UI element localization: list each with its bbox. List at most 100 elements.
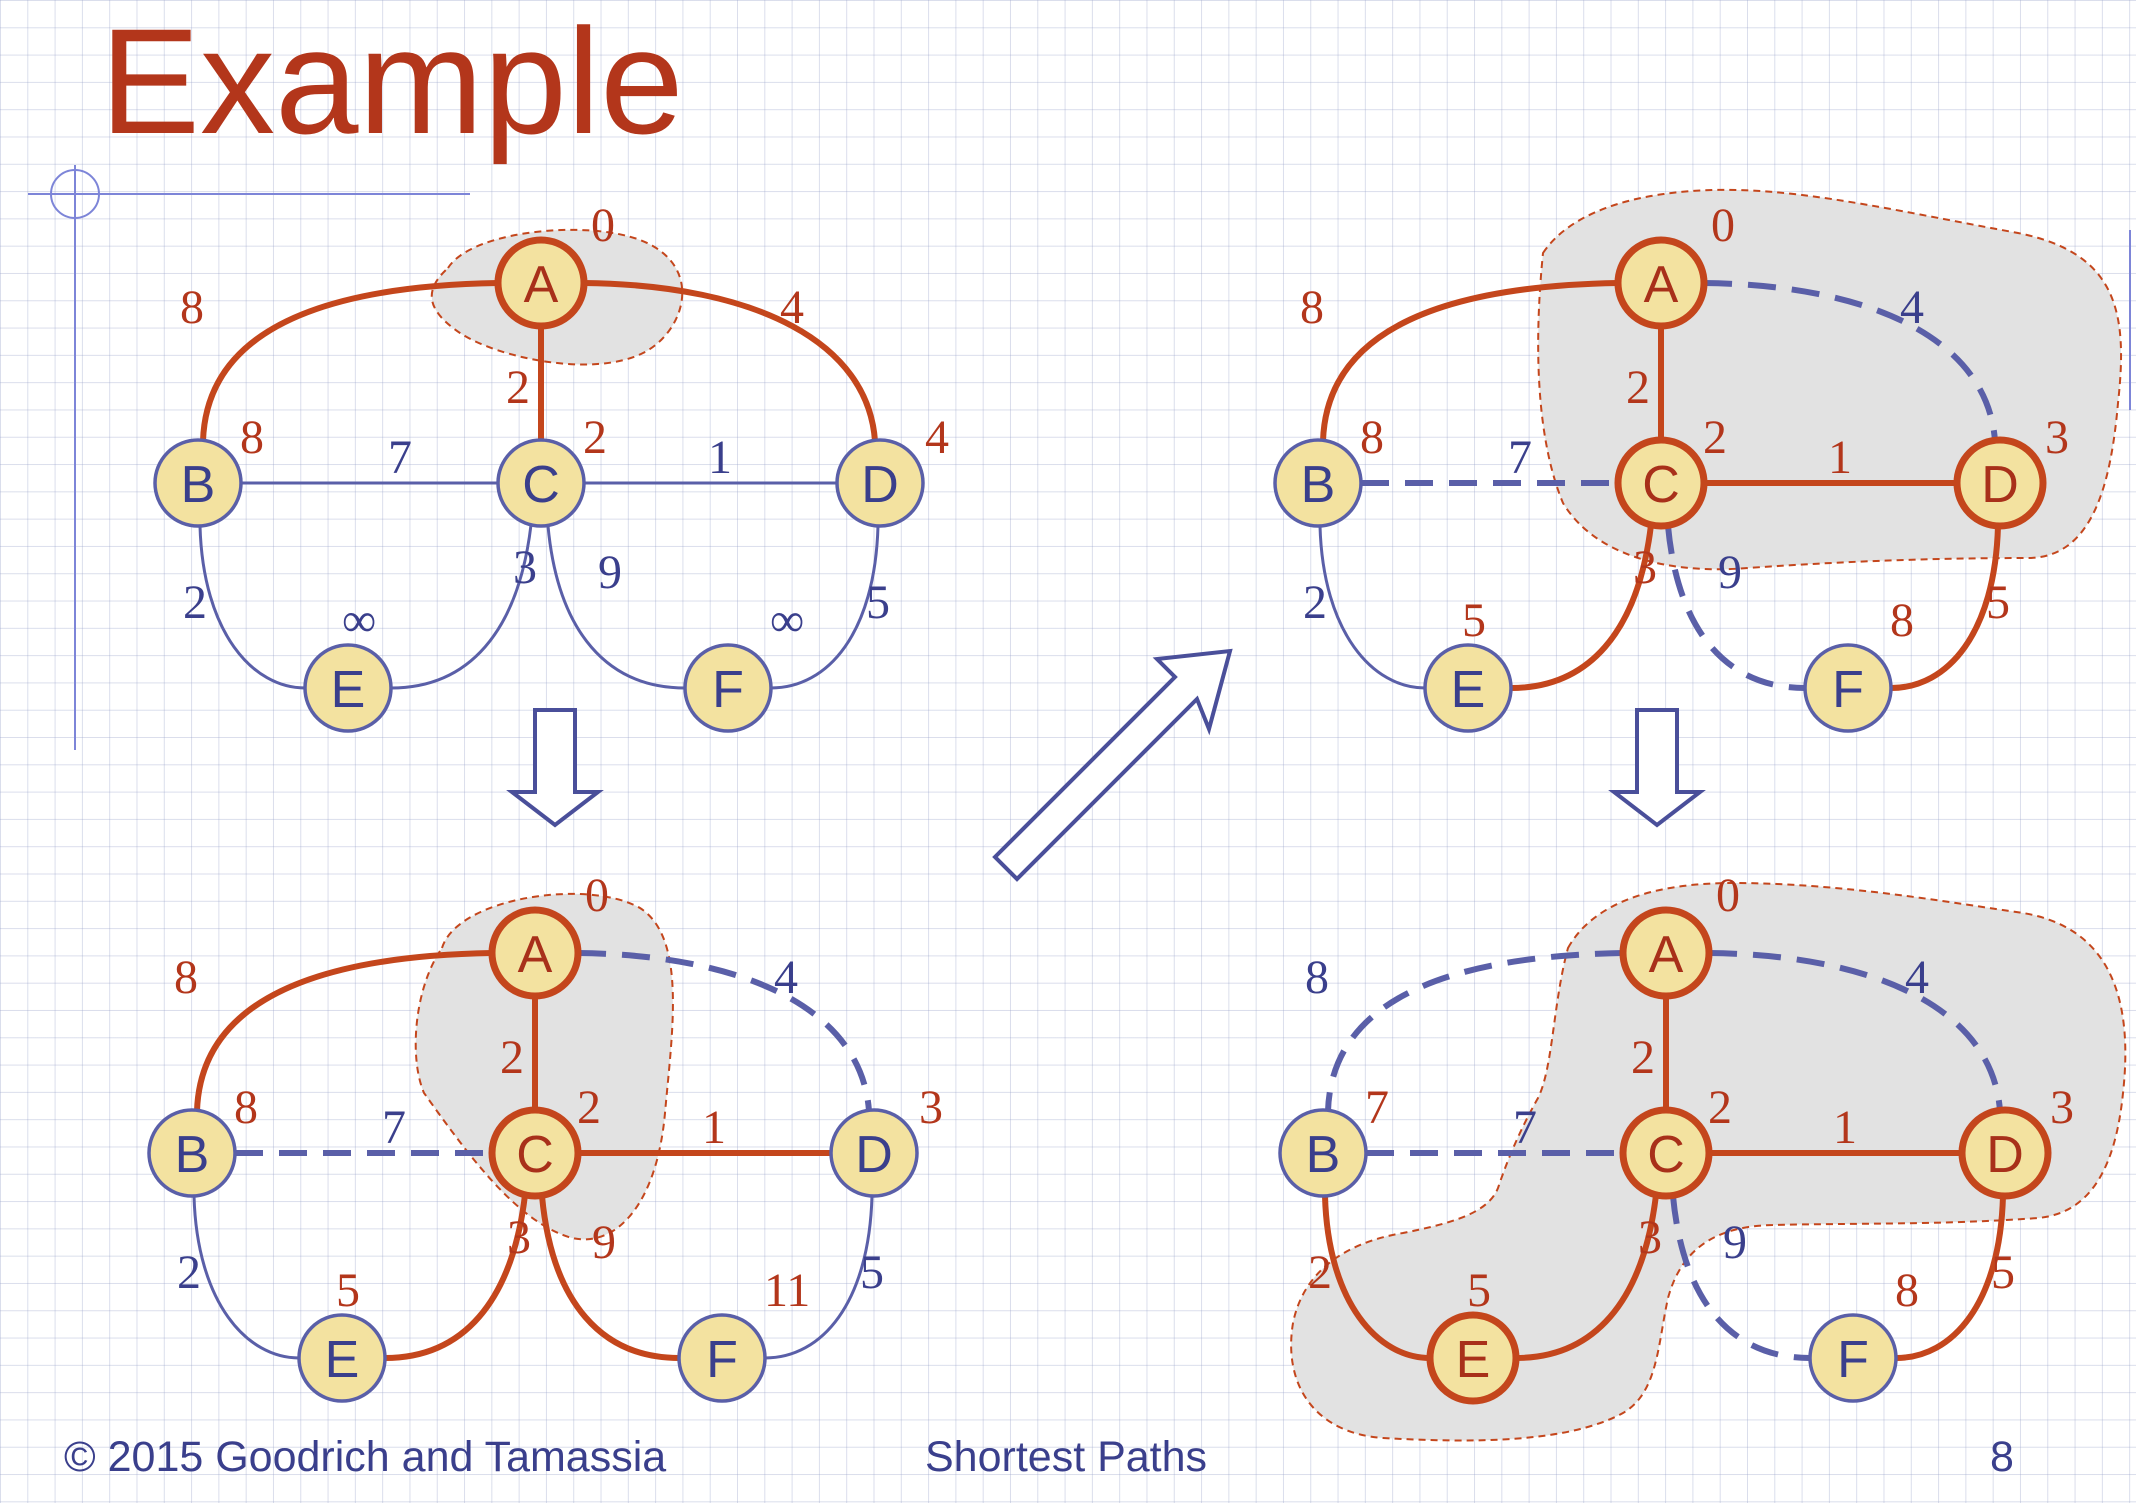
- node-circle: [494, 236, 588, 330]
- edge-CE: [384, 1194, 528, 1361]
- distance-label-D: 3: [2045, 411, 2069, 464]
- weight-label-BC: 7: [1513, 1101, 1537, 1154]
- edge-CE: [1510, 524, 1654, 691]
- weight-label-AD: 4: [1900, 281, 1924, 334]
- edge-AB: [1320, 280, 1619, 442]
- node-label: A: [1649, 926, 1684, 984]
- weight-label-CD: 1: [1828, 431, 1852, 484]
- node-label: E: [1456, 1331, 1491, 1389]
- distance-label-E: 5: [336, 1264, 360, 1317]
- distance-label-A: 0: [585, 869, 609, 922]
- weight-label-AC: 2: [506, 361, 530, 414]
- weight-label-BC: 7: [388, 431, 412, 484]
- node-E: E5: [1423, 594, 1513, 733]
- node-C: C2: [496, 411, 607, 528]
- node-B: B7: [1278, 1081, 1389, 1198]
- node-A: A0: [1619, 869, 1740, 1000]
- node-label: D: [861, 456, 899, 514]
- weight-label-BE: 2: [177, 1246, 201, 1299]
- node-circle: [153, 438, 243, 528]
- edge-BE: [1318, 525, 1426, 690]
- arrow-down-right: [1608, 708, 1706, 828]
- weight-label-CD: 1: [708, 431, 732, 484]
- edge-DF: [770, 525, 880, 690]
- node-circle: [1619, 1106, 1713, 1200]
- node-circle: [1958, 1106, 2052, 1200]
- node-circle: [1426, 1311, 1520, 1405]
- edge-BE: [192, 1195, 300, 1360]
- weight-label-CF: 9: [1718, 546, 1742, 599]
- weight-label-BE: 2: [1303, 576, 1327, 629]
- weight-label-CE: 3: [513, 541, 537, 594]
- node-label: A: [518, 926, 553, 984]
- weight-label-CF: 9: [592, 1216, 616, 1269]
- node-E: E∞: [303, 594, 393, 733]
- node-label: C: [1642, 456, 1680, 514]
- edge-AD: [577, 950, 872, 1112]
- node-circle: [1808, 1313, 1898, 1403]
- node-circle: [835, 438, 925, 528]
- edge-AD: [1708, 950, 2003, 1112]
- node-A: A0: [494, 199, 615, 330]
- weight-label-CD: 1: [702, 1101, 726, 1154]
- node-B: B8: [153, 411, 264, 528]
- node-label: B: [181, 456, 216, 514]
- distance-label-C: 2: [577, 1081, 601, 1134]
- weight-label-CE: 3: [1633, 541, 1657, 594]
- distance-label-B: 8: [240, 411, 264, 464]
- distance-label-F: ∞: [770, 594, 804, 647]
- edge-AB: [1325, 950, 1624, 1112]
- distance-label-B: 8: [1360, 411, 1384, 464]
- footer-copyright: © 2015 Goodrich and Tamassia: [64, 1433, 667, 1481]
- node-label: F: [1832, 661, 1864, 719]
- node-circle: [147, 1108, 237, 1198]
- weight-label-AD: 4: [1905, 951, 1929, 1004]
- edge-CF: [539, 1195, 680, 1361]
- distance-label-C: 2: [1703, 411, 1727, 464]
- node-circle: [496, 438, 586, 528]
- weight-label-DF: 5: [860, 1246, 884, 1299]
- weight-label-DF: 5: [866, 576, 890, 629]
- node-label: B: [1301, 456, 1336, 514]
- distance-label-A: 0: [1716, 869, 1740, 922]
- distance-label-E: 5: [1462, 594, 1486, 647]
- weight-label-CE: 3: [507, 1211, 531, 1264]
- node-F: F8: [1808, 1264, 1919, 1403]
- weight-label-AB: 8: [1300, 281, 1324, 334]
- weight-label-AD: 4: [774, 951, 798, 1004]
- footer-page-number: 8: [1990, 1433, 2014, 1481]
- distance-label-D: 4: [925, 411, 949, 464]
- node-label: E: [331, 661, 366, 719]
- node-label: D: [1981, 456, 2019, 514]
- distance-label-C: 2: [1708, 1081, 1732, 1134]
- edge-CF: [546, 525, 686, 690]
- node-label: F: [712, 661, 744, 719]
- node-circle: [297, 1313, 387, 1403]
- node-label: F: [706, 1331, 738, 1389]
- node-label: F: [1837, 1331, 1869, 1389]
- node-label: A: [524, 256, 559, 314]
- node-F: F11: [677, 1264, 810, 1403]
- distance-label-E: 5: [1467, 1264, 1491, 1317]
- edge-DF: [1890, 525, 2001, 691]
- distance-label-E: ∞: [342, 594, 376, 647]
- node-circle: [1803, 643, 1893, 733]
- distance-label-B: 8: [234, 1081, 258, 1134]
- footer-slide-topic: Shortest Paths: [925, 1433, 1208, 1481]
- node-circle: [1614, 236, 1708, 330]
- distance-label-D: 3: [919, 1081, 943, 1134]
- node-circle: [1423, 643, 1513, 733]
- node-B: B8: [147, 1081, 258, 1198]
- edge-DF: [764, 1195, 874, 1360]
- node-label: C: [516, 1126, 554, 1184]
- node-circle: [1273, 438, 1363, 528]
- node-label: D: [1986, 1126, 2024, 1184]
- node-label: D: [855, 1126, 893, 1184]
- weight-label-CD: 1: [1833, 1101, 1857, 1154]
- distance-label-B: 7: [1365, 1081, 1389, 1134]
